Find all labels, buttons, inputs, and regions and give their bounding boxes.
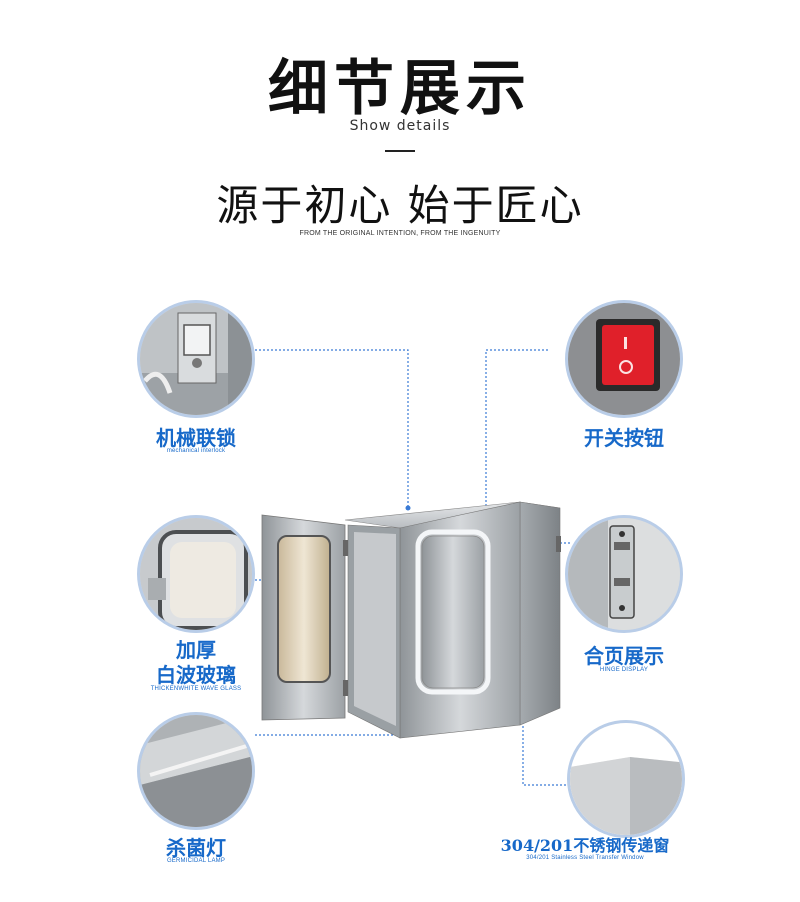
lamp-photo — [137, 712, 255, 830]
interlock-photo — [137, 300, 255, 418]
rocker-switch-icon — [568, 303, 680, 415]
title-divider — [385, 150, 415, 152]
slogan: 源于初心 始于匠心 — [216, 181, 584, 230]
steel-corner-icon — [570, 723, 682, 835]
switch-photo — [565, 300, 683, 418]
glass-photo — [137, 515, 255, 633]
hinge-label: 合页展示 — [584, 644, 664, 668]
page-subtitle: Show details — [349, 118, 451, 134]
transfer-window-illustration — [261, 501, 561, 739]
glass-label-line2: 白波玻璃 — [156, 663, 236, 687]
material-caption: 304/201 Stainless Steel Transfer Window — [526, 855, 644, 861]
window-glass-icon — [140, 518, 252, 630]
interlock-caption: mechanical interlock — [166, 448, 226, 454]
material-photo — [567, 720, 685, 838]
material-label: 304/201不锈钢传递窗 — [500, 836, 670, 855]
glass-label-line1: 加厚 — [176, 638, 216, 662]
hinge-photo — [565, 515, 683, 633]
hinge-caption: HINGE DISPLAY — [599, 667, 649, 673]
page-title: 细节展示 — [268, 54, 532, 124]
interlock-label: 机械联锁 — [156, 426, 236, 450]
glass-caption: THICKENWHITE WAVE GLASS — [150, 686, 242, 692]
uv-lamp-icon — [140, 715, 252, 827]
lamp-caption: GERMICIDAL LAMP — [166, 858, 226, 864]
switch-label: 开关按钮 — [584, 426, 664, 450]
lamp-label: 杀菌灯 — [166, 836, 226, 860]
slogan-english: FROM THE ORIGINAL INTENTION, FROM THE IN… — [299, 230, 501, 237]
